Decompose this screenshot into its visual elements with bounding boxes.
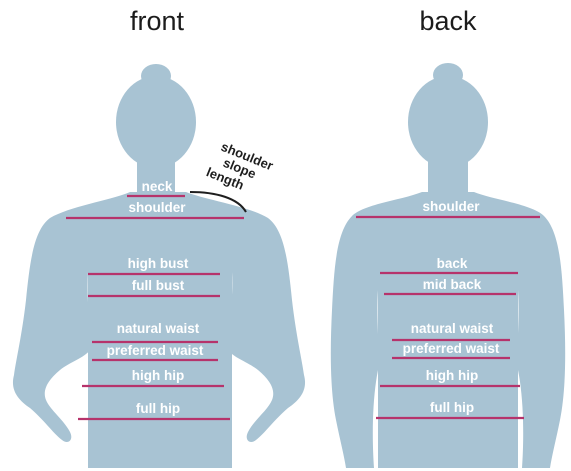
front-preferred-waist-label: preferred waist xyxy=(107,343,204,358)
front-high-hip-label: high hip xyxy=(132,368,184,383)
back-mid-back-label: mid back xyxy=(423,277,482,292)
front-shoulder-label: shoulder xyxy=(128,200,186,215)
front-neck-label: neck xyxy=(142,179,173,194)
shoulder-slope-label: shoulder slope length xyxy=(204,137,275,200)
back-full-hip-label: full hip xyxy=(430,400,474,415)
front-full-hip-label: full hip xyxy=(136,401,180,416)
back-preferred-waist-label: preferred waist xyxy=(403,341,500,356)
front-full-bust-label: full bust xyxy=(132,278,185,293)
back-high-hip-label: high hip xyxy=(426,368,478,383)
front-high-bust-label: high bust xyxy=(128,256,189,271)
back-natural-waist-label: natural waist xyxy=(411,321,494,336)
back-back-label: back xyxy=(437,256,468,271)
front-natural-waist-label: natural waist xyxy=(117,321,200,336)
back-shoulder-label: shoulder xyxy=(422,199,480,214)
